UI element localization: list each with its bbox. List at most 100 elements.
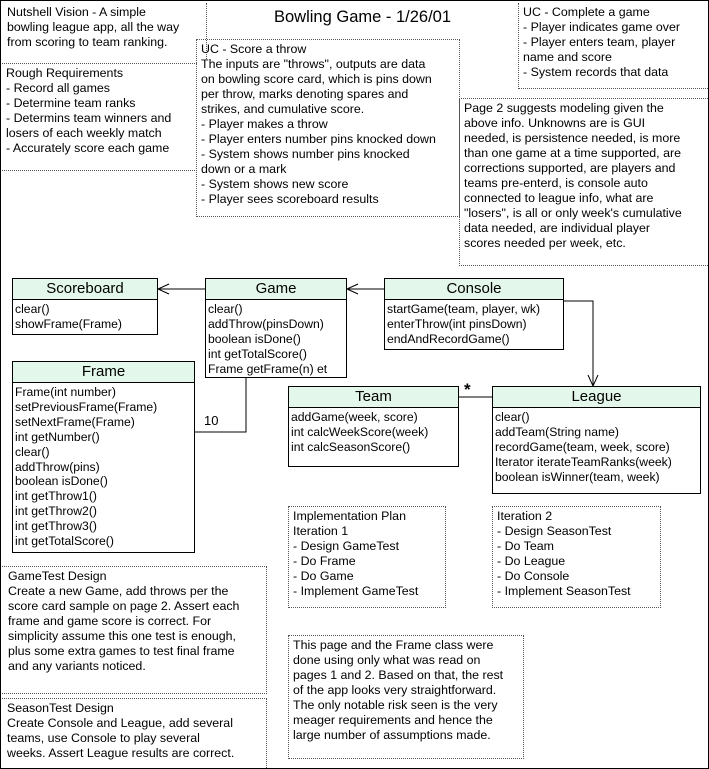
class-name: Game <box>206 279 346 300</box>
note-line: - System shows number pins knocked <box>201 147 410 161</box>
note-line: UC - Complete a game <box>523 5 650 19</box>
note-line: - Implement GameTest <box>293 584 419 598</box>
note-line: of the app looks very straightforward. <box>293 683 497 697</box>
note-line: pages 1 and 2. Based on that, the rest <box>293 668 504 682</box>
method-signature: int calcSeasonScore() <box>291 439 411 454</box>
note-line: - Design GameTest <box>293 539 400 553</box>
note-line: scores needed per week, etc. <box>464 236 626 250</box>
frame-multiplicity-label: 10 <box>204 413 219 428</box>
class-name: Frame <box>13 362 194 383</box>
method-signature: clear() <box>495 410 530 424</box>
method-signature: showFrame(Frame) <box>15 316 122 331</box>
note-line: from scoring to team ranking. <box>7 35 168 49</box>
note-line: Implementation Plan <box>293 509 406 523</box>
method-signature: Frame(int number) <box>15 385 116 399</box>
note-line: - Design SeasonTest <box>497 524 612 538</box>
method-signature: int getThrow2() <box>15 504 97 519</box>
note-line: teams pre-enterd, is console auto <box>464 176 648 190</box>
method-signature: boolean isDone() <box>208 331 301 346</box>
method-signature: int getThrow1() <box>15 489 97 504</box>
note-line: UC - Score a throw <box>201 42 307 56</box>
method-signature: Frame getFrame(n) et <box>208 361 328 376</box>
note-line: - Player enters number pins knocked down <box>201 132 436 146</box>
method-signature: int calcWeekScore(week) <box>291 424 429 439</box>
note-line: Page 2 suggests modeling given the <box>464 101 664 115</box>
note-line: down or a mark <box>201 162 287 176</box>
note-line: Nutshell Vision - A simple <box>7 5 146 19</box>
class-methods: Frame(int number)setPreviousFrame(Frame)… <box>13 383 194 551</box>
note-line: corrections supported, are players and <box>464 161 676 175</box>
note-line: name and score <box>523 50 612 64</box>
class-methods: clear()addTeam(String name)recordGame(te… <box>493 408 700 487</box>
note-line: - Determine team ranks <box>6 96 136 110</box>
method-signature: int getTotalScore() <box>15 534 114 549</box>
note-line: per throw, marks denoting spares and <box>201 87 409 101</box>
method-signature: setPreviousFrame(Frame) <box>15 399 158 414</box>
game-frame-association <box>195 378 247 433</box>
method-signature: addThrow(pinsDown) <box>208 316 324 331</box>
class-name: League <box>493 387 700 408</box>
note-line: on bowling score card, which is pins dow… <box>201 72 432 86</box>
note-line: - Do Game <box>293 569 354 583</box>
class-methods: clear()addThrow(pinsDown)boolean isDone(… <box>206 300 346 379</box>
note-line: The inputs are "throws", outputs are dat… <box>201 57 426 71</box>
note-line: above info. Unknowns are is GUI <box>464 116 646 130</box>
iteration2-plan-note: Iteration 2- Design SeasonTest- Do Team -… <box>492 506 661 608</box>
note-line: - Do Console <box>497 569 570 583</box>
method-signature: endAndRecordGame() <box>387 331 510 346</box>
note-line: - Do Frame <box>293 554 356 568</box>
method-signature: recordGame(team, week, score) <box>495 439 670 454</box>
note-line: "losers", is all or only week's cumulati… <box>464 206 682 220</box>
note-line: score card sample on page 2. Assert each <box>8 599 240 613</box>
note-line: This page and the Frame class were <box>293 638 494 652</box>
note-line: - Implement SeasonTest <box>497 584 631 598</box>
method-signature: addTeam(String name) <box>495 424 619 439</box>
note-line: - Determins team winners and <box>6 111 172 125</box>
note-line: and any variants noticed. <box>8 659 146 673</box>
game-scoreboard-arrowhead <box>156 283 170 295</box>
note-line: done using only what was read on <box>293 653 481 667</box>
note-line: needed, is persistence needed, is more <box>464 131 681 145</box>
class-methods: startGame(team, player, wk)enterThrow(in… <box>385 300 563 349</box>
note-line: data needed, are individual player <box>464 221 650 235</box>
uc-complete-game-note: UC - Complete a game- Player indicates g… <box>518 3 708 89</box>
console-game-arrowhead <box>345 283 359 295</box>
note-line: - Do Team <box>497 539 554 553</box>
method-signature: enterThrow(int pinsDown) <box>387 316 527 331</box>
class-name: Scoreboard <box>13 279 157 300</box>
note-line: - Accurately score each game <box>6 141 170 155</box>
console-league-arrowhead <box>587 374 599 388</box>
note-line: GameTest Design <box>8 569 107 583</box>
note-line: weeks. Assert League results are correct… <box>7 746 235 760</box>
note-line: teams, use Console to play several <box>7 731 200 745</box>
method-signature: clear() <box>208 302 243 316</box>
note-line: frame and game score is correct. For <box>8 614 212 628</box>
method-signature: boolean isWinner(team, week) <box>495 469 660 484</box>
note-line: connected to league info, what are <box>464 191 654 205</box>
requirements-note: Rough Requirements- Record all games- De… <box>2 63 197 171</box>
note-line: than one game at a time supported, are <box>464 146 681 160</box>
note-line: large number of assumptions made. <box>293 728 491 742</box>
method-signature: addThrow(pins) <box>15 459 100 474</box>
note-line: Iteration 2 <box>497 509 553 523</box>
class-name: Console <box>385 279 563 300</box>
note-line: strikes, and cumulative score. <box>201 102 365 116</box>
note-line: Create Console and League, add several <box>7 716 233 730</box>
note-line: - Player makes a throw <box>201 117 328 131</box>
note-line: losers of each weekly match <box>6 126 162 140</box>
class-name: Team <box>289 387 458 408</box>
note-line: Iteration 1 <box>293 524 349 538</box>
method-signature: setNextFrame(Frame) <box>15 414 135 429</box>
note-line: Rough Requirements <box>6 66 124 80</box>
method-signature: clear() <box>15 302 50 316</box>
